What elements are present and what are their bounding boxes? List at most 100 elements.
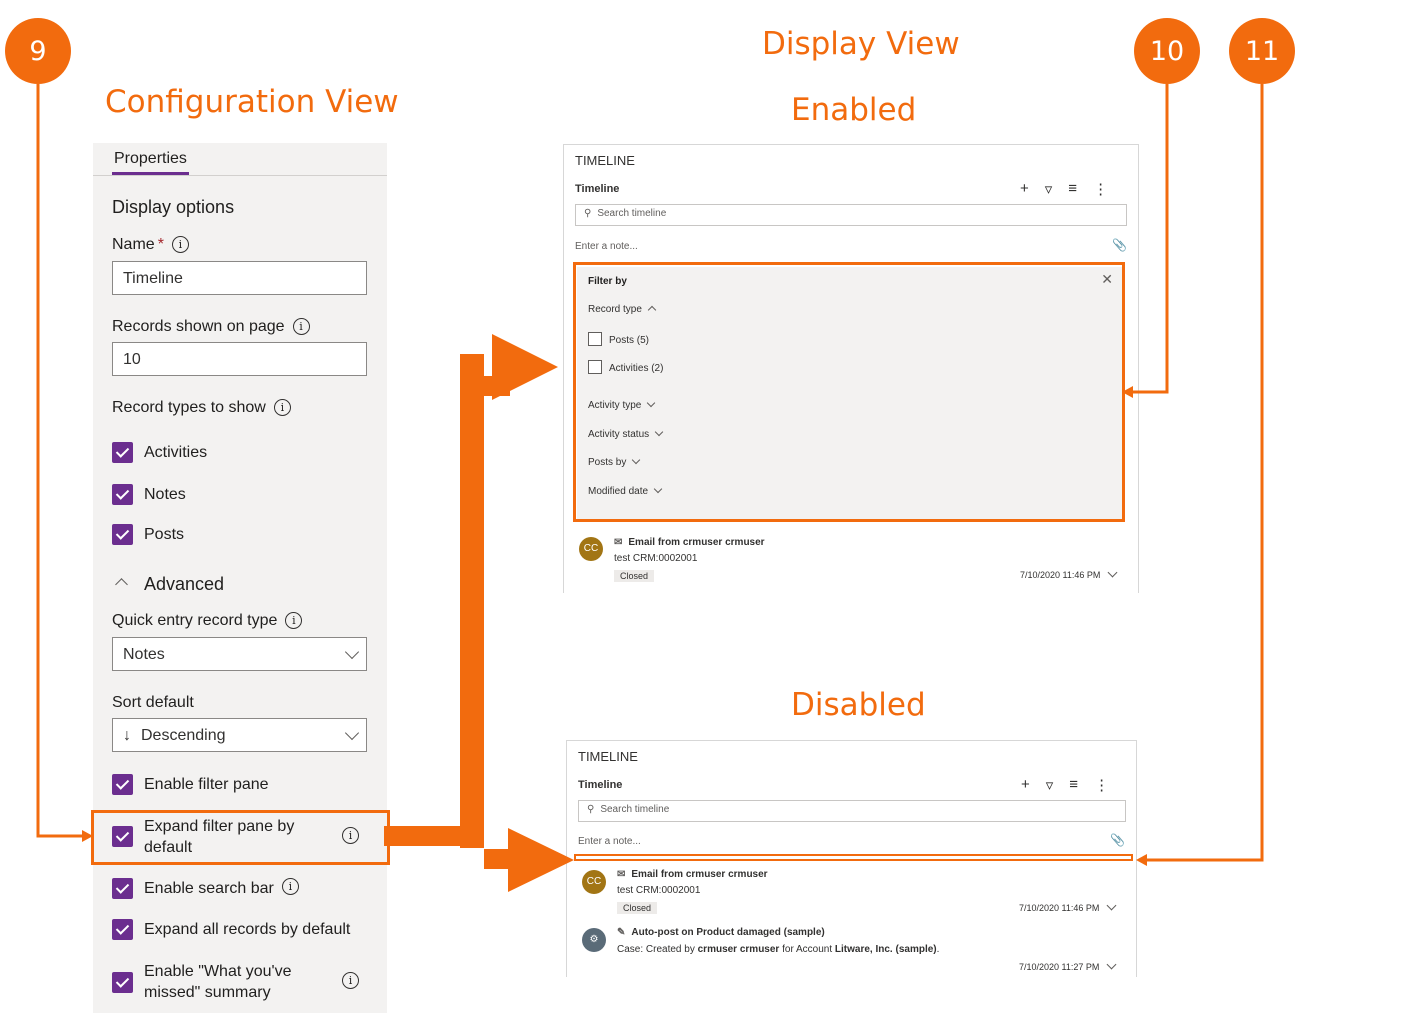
close-icon[interactable]: ✕ [1101, 271, 1113, 287]
search-timeline-input[interactable]: ⚲ Search timeline [578, 800, 1126, 822]
info-icon[interactable]: i [171, 236, 189, 253]
checkbox-enable-filter-pane[interactable]: Enable filter pane [112, 774, 269, 796]
checkbox-label: Posts [144, 526, 185, 543]
filter-posts-by[interactable]: Posts by [588, 455, 641, 468]
info-icon[interactable]: i [285, 612, 303, 629]
record-timestamp-text: 7/10/2020 11:46 PM [1019, 903, 1100, 913]
record-timestamp: 7/10/2020 11:27 PM [1019, 959, 1117, 972]
search-placeholder: Search timeline [600, 804, 670, 815]
status-badge: Closed [617, 902, 658, 914]
checkbox-checked-icon[interactable] [112, 524, 133, 545]
advanced-section-toggle[interactable]: Advanced [112, 574, 224, 595]
filter-record-type[interactable]: Record type [588, 304, 657, 315]
filter-activity-type[interactable]: Activity type [588, 398, 656, 411]
filter-activity-status-label: Activity status [588, 429, 650, 440]
more-options-icon[interactable]: ⋮ [1094, 777, 1110, 794]
add-icon[interactable]: + [1020, 180, 1029, 197]
tab-divider [93, 175, 387, 176]
avatar: CC [579, 537, 603, 561]
checkbox-label: Notes [144, 486, 186, 503]
add-icon[interactable]: + [1021, 776, 1030, 793]
checkbox-checked-icon[interactable] [112, 919, 133, 940]
filter-icon[interactable]: ▿ [1045, 777, 1054, 794]
records-shown-input[interactable]: 10 [112, 342, 367, 376]
email-icon: ✉ [614, 537, 623, 548]
checkbox-enable-search-bar[interactable]: Enable search bar i [112, 878, 299, 900]
filter-by-title: Filter by [588, 276, 627, 287]
info-icon[interactable]: i [342, 972, 359, 989]
record-subtitle-account[interactable]: Litware, Inc. (sample) [834, 944, 937, 955]
record-title[interactable]: ✎Auto-post on Product damaged (sample) [617, 927, 825, 938]
post-icon: ✎ [617, 927, 626, 938]
search-icon: ⚲ [587, 804, 595, 815]
email-icon: ✉ [617, 869, 626, 880]
filter-activity-status[interactable]: Activity status [588, 427, 664, 440]
checkbox-label: Enable filter pane [144, 776, 269, 793]
record-subtitle: Case: Created by crmuser crmuser for Acc… [617, 944, 939, 955]
status-badge: Closed [614, 570, 655, 582]
checkbox-unchecked-icon[interactable] [588, 360, 602, 374]
record-subtitle-user[interactable]: crmuser crmuser [697, 944, 780, 955]
record-timestamp: 7/10/2020 11:46 PM [1020, 567, 1118, 580]
record-timestamp-text: 7/10/2020 11:27 PM [1019, 962, 1100, 972]
checkbox-unchecked-icon[interactable] [588, 332, 602, 346]
search-icon: ⚲ [584, 208, 592, 219]
info-icon[interactable]: i [292, 318, 310, 335]
search-timeline-input[interactable]: ⚲Search timeline [575, 204, 1127, 226]
record-title-text: Email from crmuser crmuser [631, 869, 768, 880]
arrow-down-icon: ↓ [123, 727, 131, 744]
record-title[interactable]: ✉ Email from crmuser crmuser [614, 537, 765, 548]
more-options-icon[interactable]: ⋮ [1093, 181, 1109, 198]
checkbox-checked-icon[interactable] [112, 826, 133, 847]
checkbox-expand-filter-pane[interactable]: Expand filter pane by default i [112, 816, 359, 860]
filter-posts-label: Posts (5) [609, 335, 650, 346]
sort-default-value: Descending [141, 727, 226, 744]
timeline-caption: TIMELINE [578, 749, 638, 764]
display-view-heading: Display View [762, 26, 960, 62]
name-label-text: Name [112, 236, 155, 253]
checkbox-posts[interactable]: Posts [112, 524, 184, 546]
checkbox-checked-icon[interactable] [112, 442, 133, 463]
tab-properties[interactable]: Properties [114, 150, 187, 167]
checkbox-activities[interactable]: Activities [112, 442, 207, 464]
required-marker: * [157, 236, 164, 253]
checkbox-checked-icon[interactable] [112, 878, 133, 899]
note-input[interactable]: Enter a note... [578, 836, 641, 847]
info-icon[interactable]: i [273, 399, 291, 416]
info-icon[interactable]: i [281, 878, 299, 895]
properties-panel: Properties Display options Name*i Timeli… [93, 143, 387, 1013]
checkbox-label: Enable "What you've missed" summary [144, 963, 292, 1001]
note-input[interactable]: Enter a note... [575, 241, 638, 252]
bot-avatar-icon: ⚙ [582, 928, 606, 952]
record-subtitle-prefix: Case: Created by [617, 944, 698, 955]
name-input[interactable]: Timeline [112, 261, 367, 295]
quick-entry-select[interactable]: Notes [112, 637, 367, 671]
checkbox-whats-missed-summary[interactable]: Enable "What you've missed" summary i [112, 961, 359, 1005]
filter-modified-date[interactable]: Modified date [588, 484, 663, 497]
checkbox-label: Enable search bar [144, 880, 274, 897]
attachment-icon[interactable]: 📎 [1112, 238, 1127, 252]
enabled-heading: Enabled [791, 92, 917, 128]
attachment-icon[interactable]: 📎 [1110, 833, 1125, 847]
checkbox-checked-icon[interactable] [112, 484, 133, 505]
filter-icon[interactable]: ▿ [1044, 181, 1053, 198]
callout-badge-9: 9 [5, 18, 71, 84]
timeline-subtitle: Timeline [578, 779, 623, 791]
checkbox-checked-icon[interactable] [112, 774, 133, 795]
record-title-text: Email from crmuser crmuser [628, 537, 765, 548]
checkbox-notes[interactable]: Notes [112, 484, 186, 506]
checkbox-expand-all-records[interactable]: Expand all records by default [112, 919, 350, 941]
filter-checkbox-activities[interactable]: Activities (2) [588, 360, 663, 374]
filter-checkbox-posts[interactable]: Posts (5) [588, 332, 649, 346]
info-icon[interactable]: i [342, 827, 359, 844]
list-icon[interactable]: ≡ [1069, 776, 1079, 793]
tab-underline [112, 172, 189, 175]
record-subtitle: test CRM:0002001 [614, 553, 698, 564]
sort-default-select[interactable]: ↓ Descending [112, 718, 367, 752]
record-title[interactable]: ✉ Email from crmuser crmuser [617, 869, 768, 880]
checkbox-checked-icon[interactable] [112, 972, 133, 993]
list-icon[interactable]: ≡ [1068, 180, 1078, 197]
